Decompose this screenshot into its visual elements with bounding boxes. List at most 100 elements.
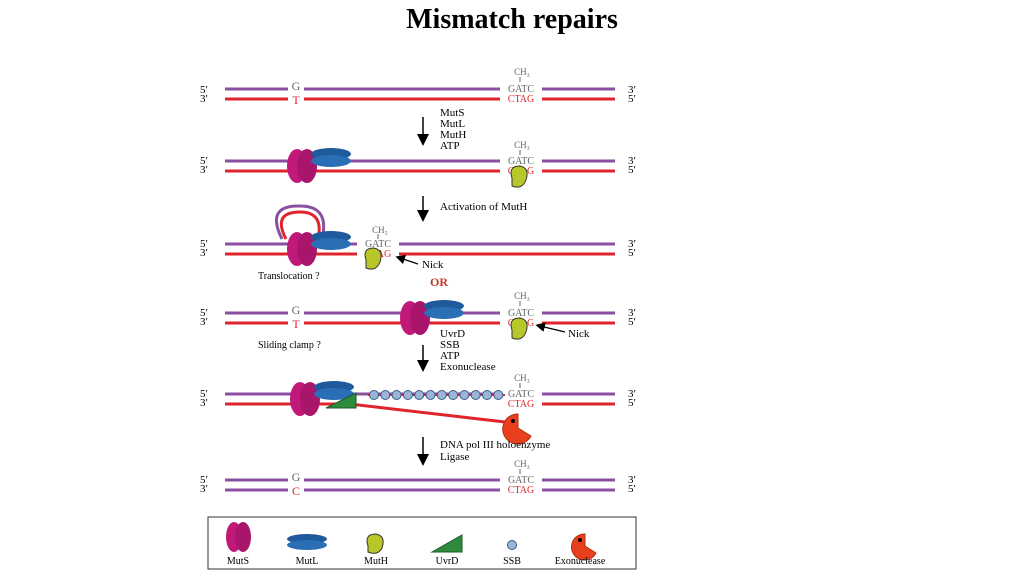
svg-text:3′: 3′ xyxy=(200,397,208,409)
gatc-label: GATC xyxy=(508,84,534,95)
nick-label: Nick xyxy=(422,259,444,271)
ssb-bead xyxy=(470,390,481,400)
svg-text:G: G xyxy=(292,303,301,317)
svg-text:Exonuclease: Exonuclease xyxy=(555,556,606,567)
svg-text:5′: 5′ xyxy=(200,238,208,250)
ssb-bead xyxy=(380,390,391,400)
ssb-bead xyxy=(436,390,447,400)
row-6-dna: 5′ 3′ 3′ 5′ G C CH₃ GATC CTAG xyxy=(200,459,636,498)
ssb-bead xyxy=(402,390,413,400)
ssb-bead xyxy=(414,390,425,400)
mismatch-base-g: G xyxy=(292,79,301,93)
svg-text:3′: 3′ xyxy=(200,316,208,328)
step3-label: SSB xyxy=(440,339,460,351)
or-label: OR xyxy=(430,275,448,289)
svg-text:SSB: SSB xyxy=(503,556,521,567)
legend-ssb: SSB xyxy=(503,540,521,567)
step1-label: MutH xyxy=(440,129,466,141)
row-2-dna: 5′ 3′ 3′ 5′ CH₃ GATC CTAG xyxy=(200,140,636,188)
svg-text:5′: 5′ xyxy=(200,388,208,400)
three-prime-label: 3′ xyxy=(200,93,208,105)
muts-protein xyxy=(400,301,430,335)
mutl-protein xyxy=(311,231,351,250)
mutl-protein xyxy=(424,300,464,319)
svg-text:CTAG: CTAG xyxy=(508,485,534,496)
mismatch-base-t: T xyxy=(292,93,300,107)
translocation-label: Translocation ? xyxy=(258,271,320,282)
svg-text:T: T xyxy=(292,317,300,331)
row-5-dna: 5′ 3′ 3′ 5′ CH₃ GATC CTAG xyxy=(200,373,636,445)
ssb-bead xyxy=(391,390,402,400)
svg-text:GATC: GATC xyxy=(508,389,534,400)
ssb-bead xyxy=(482,390,492,400)
step3-label: Exonuclease xyxy=(440,361,496,373)
sliding-clamp-label: Sliding clamp ? xyxy=(258,340,321,351)
svg-text:5′: 5′ xyxy=(628,316,636,328)
legend: MutS MutL MutH UvrD SSB Exonuclease xyxy=(207,516,637,570)
methyl-label: CH₃ xyxy=(514,67,530,77)
svg-text:5′: 5′ xyxy=(628,483,636,495)
svg-text:GATC: GATC xyxy=(508,308,534,319)
svg-text:5′: 5′ xyxy=(200,307,208,319)
svg-text:3′: 3′ xyxy=(628,155,636,167)
ssb-bead xyxy=(425,390,436,400)
step1-label: MutS xyxy=(440,107,464,119)
five-prime-label: 5′ xyxy=(200,84,208,96)
legend-uvrd: UvrD xyxy=(430,534,463,567)
svg-text:3′: 3′ xyxy=(628,474,636,486)
svg-text:CTAG: CTAG xyxy=(508,399,534,410)
five-prime-label: 5′ xyxy=(628,93,636,105)
muth-protein xyxy=(510,165,528,188)
ssb-bead xyxy=(448,390,459,400)
step4-label: Ligase xyxy=(440,451,469,463)
ssb-bead xyxy=(459,390,470,400)
svg-text:G: G xyxy=(292,470,301,484)
step3-label: ATP xyxy=(440,350,460,362)
svg-text:3′: 3′ xyxy=(200,247,208,259)
svg-text:MutS: MutS xyxy=(227,556,249,567)
mutl-protein xyxy=(314,381,354,400)
exonuclease-protein xyxy=(502,413,532,445)
svg-text:GATC: GATC xyxy=(508,156,534,167)
three-prime-label: 3′ xyxy=(628,84,636,96)
svg-text:5′: 5′ xyxy=(628,164,636,176)
nick-arrow xyxy=(395,254,419,265)
muts-protein xyxy=(290,382,320,416)
ssb-chain xyxy=(368,390,505,400)
svg-text:CH₃: CH₃ xyxy=(514,459,530,469)
mutl-protein xyxy=(311,148,351,167)
nick-arrow xyxy=(535,322,566,333)
svg-text:3′: 3′ xyxy=(200,164,208,176)
muth-protein xyxy=(510,317,528,340)
step1-label: MutL xyxy=(440,118,465,130)
svg-text:3′: 3′ xyxy=(200,483,208,495)
svg-text:Nick: Nick xyxy=(568,328,590,340)
svg-text:3′: 3′ xyxy=(628,238,636,250)
svg-text:CH₃: CH₃ xyxy=(514,291,530,301)
svg-text:MutH: MutH xyxy=(364,556,388,567)
legend-mutl: MutL xyxy=(287,534,327,567)
svg-text:CH₃: CH₃ xyxy=(372,225,388,235)
svg-text:C: C xyxy=(292,484,300,498)
step1-label: ATP xyxy=(440,140,460,152)
legend-muth: MutH xyxy=(364,533,388,567)
svg-text:3′: 3′ xyxy=(628,388,636,400)
muts-protein xyxy=(287,232,317,266)
muts-protein xyxy=(287,149,317,183)
uvrd-protein xyxy=(325,392,357,409)
svg-text:5′: 5′ xyxy=(628,397,636,409)
muth-protein xyxy=(364,247,382,270)
page-title: Mismatch repairs xyxy=(406,4,618,35)
legend-muts: MutS xyxy=(226,522,251,567)
svg-text:CH₃: CH₃ xyxy=(514,373,530,383)
step3-label: UvrD xyxy=(440,328,465,340)
svg-text:UvrD: UvrD xyxy=(436,556,459,567)
svg-text:CH₃: CH₃ xyxy=(514,140,530,150)
svg-text:5′: 5′ xyxy=(200,474,208,486)
row-4-dna: 5′ 3′ 3′ 5′ G T CH₃ GATC CTAG Nick Slidi… xyxy=(200,291,636,351)
step4-label: DNA pol III holoenzyme xyxy=(440,439,550,451)
ssb-bead xyxy=(493,390,504,400)
svg-text:GATC: GATC xyxy=(365,239,391,250)
svg-text:MutL: MutL xyxy=(296,556,319,567)
